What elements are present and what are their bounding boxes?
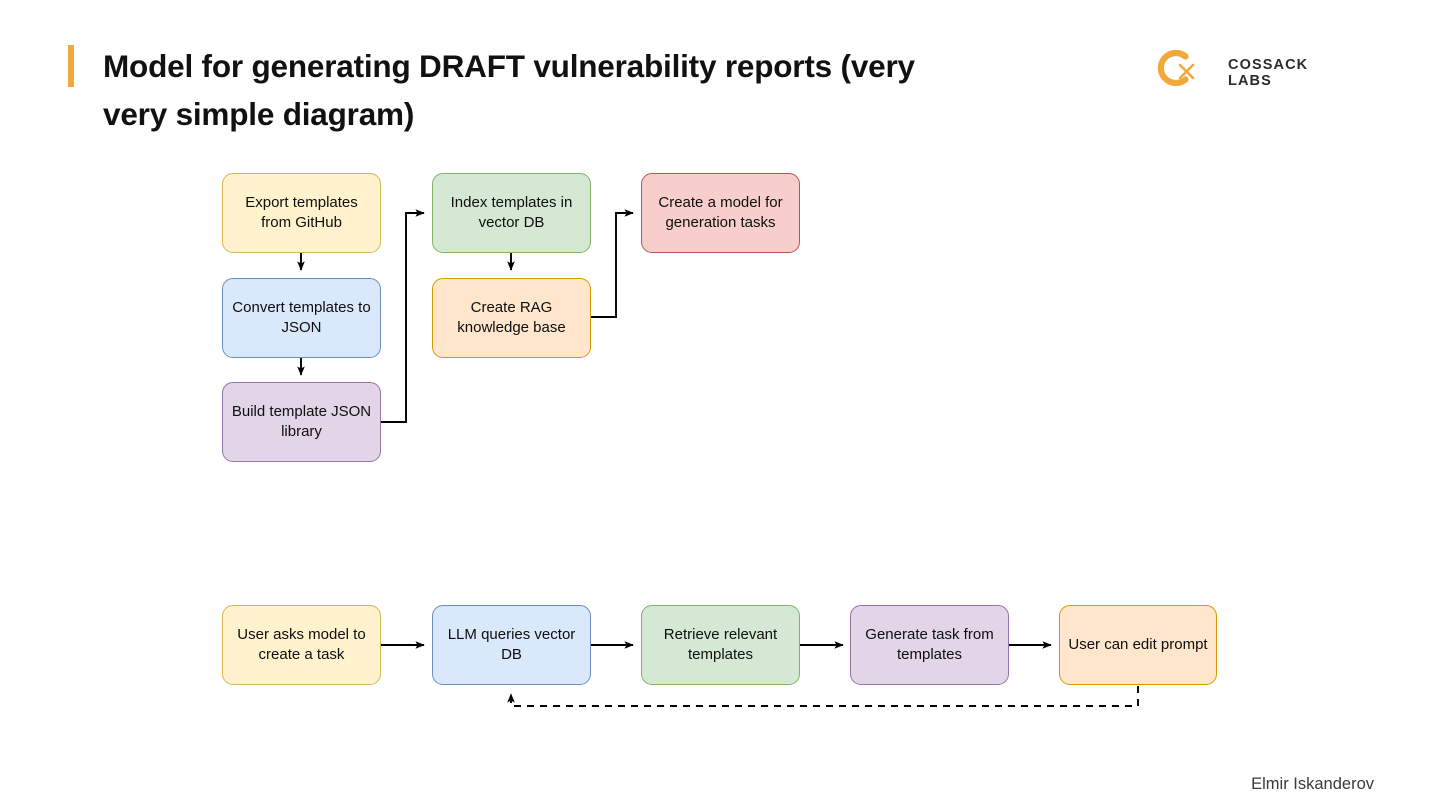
node-label: Create a model for generation tasks [658,193,783,232]
node-label: Convert templates to JSON [232,298,371,337]
page-title: Model for generating DRAFT vulnerability… [103,48,915,132]
node-label: Retrieve relevant templates [663,625,778,664]
title-accent-bar [68,45,74,87]
node-label: Build template JSON library [231,402,372,441]
node-generate-task[interactable]: Generate task from templates [850,605,1009,685]
node-llm-queries[interactable]: LLM queries vector DB [432,605,591,685]
node-label: User can edit prompt [1068,635,1208,653]
node-create-rag[interactable]: Create RAG knowledge base [432,278,591,358]
node-convert-json[interactable]: Convert templates to JSON [222,278,381,358]
node-label: Create RAG knowledge base [457,298,566,337]
node-create-model[interactable]: Create a model for generation tasks [641,173,800,253]
node-label: Export templates from GitHub [245,193,358,232]
brand-name: COSSACK LABS [1228,57,1309,89]
node-export-templates[interactable]: Export templates from GitHub [222,173,381,253]
footer-author: Elmir Iskanderov [1251,775,1374,793]
edge-edit-to-llm-feedback [507,686,1139,707]
brand-logo: COSSACK LABS [1152,45,1352,91]
node-build-library[interactable]: Build template JSON library [222,382,381,462]
node-label: LLM queries vector DB [447,625,576,664]
node-index-vector-db[interactable]: Index templates in vector DB [432,173,591,253]
edge-build-to-index [381,209,425,423]
node-label: Index templates in vector DB [450,193,573,232]
slide-header: Model for generating DRAFT vulnerability… [0,0,1440,150]
node-user-asks[interactable]: User asks model to create a task [222,605,381,685]
edge-rag-to-model [591,209,634,318]
cossack-c-sabre-logo-icon [1152,45,1198,91]
node-user-edit-prompt[interactable]: User can edit prompt [1059,605,1217,685]
node-retrieve-templates[interactable]: Retrieve relevant templates [641,605,800,685]
node-label: User asks model to create a task [237,625,366,664]
node-label: Generate task from templates [865,625,994,664]
